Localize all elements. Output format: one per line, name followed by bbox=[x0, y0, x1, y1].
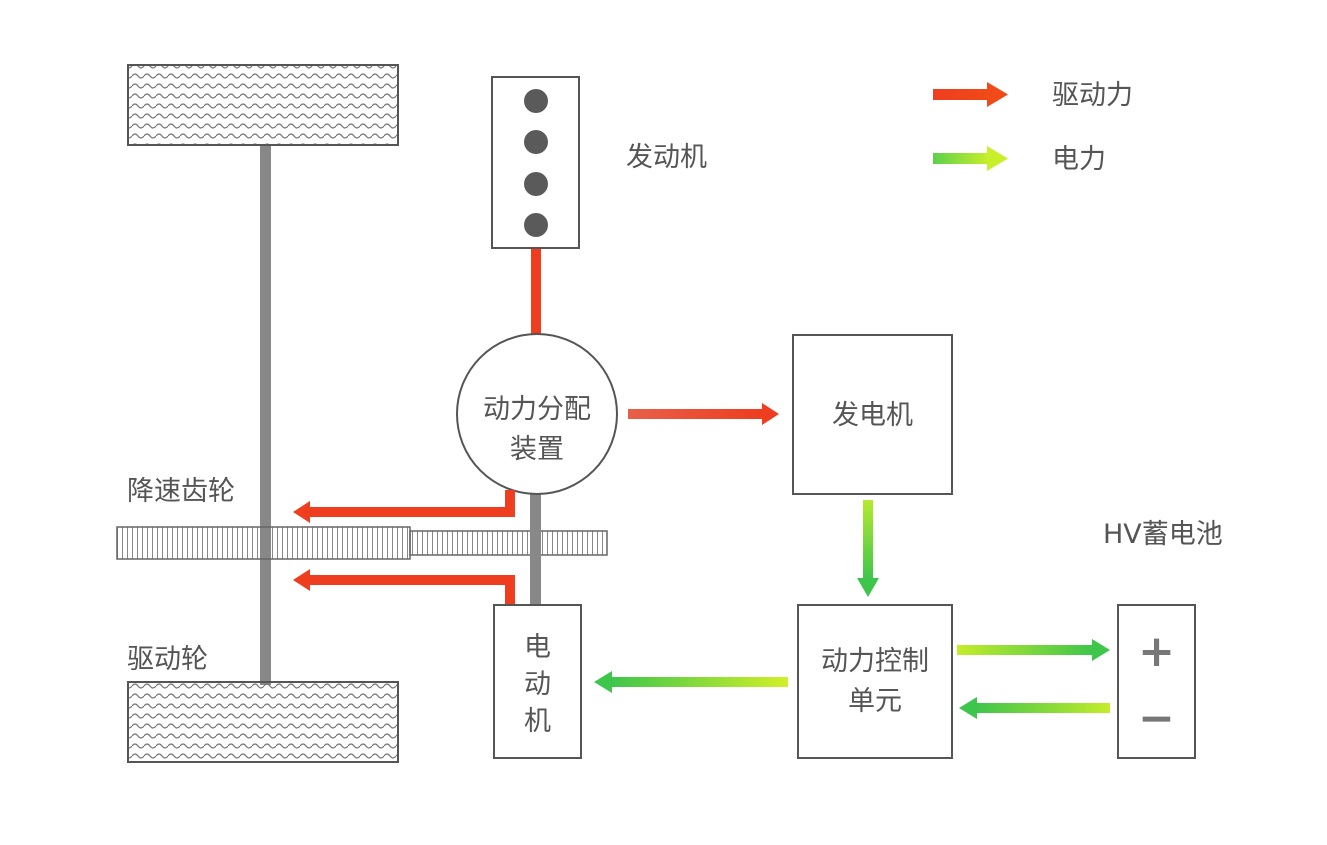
power-split-device bbox=[456, 333, 618, 495]
motor-label-line3: 机 bbox=[524, 706, 551, 737]
motor-label-line2: 动 bbox=[524, 669, 551, 700]
drive-wheel-tire bbox=[127, 681, 399, 763]
engine-block bbox=[491, 76, 580, 249]
arrow-split-to-gear bbox=[293, 490, 515, 523]
pcu-label-line2: 单元 bbox=[848, 686, 902, 717]
engine-cylinder-3 bbox=[524, 172, 548, 196]
pcu-label-line1: 动力控制 bbox=[821, 646, 929, 677]
engine-label: 发动机 bbox=[626, 142, 707, 173]
legend-drive-force-label: 驱动力 bbox=[1052, 80, 1133, 111]
drive-wheel-label: 驱动轮 bbox=[127, 644, 208, 675]
arrow-battery-to-pcu bbox=[959, 697, 1110, 719]
power-split-label-line1: 动力分配 bbox=[483, 394, 591, 425]
motor-label-line1: 电 bbox=[524, 632, 551, 663]
engine-cylinder-4 bbox=[524, 213, 548, 237]
battery-negative-terminal: − bbox=[1138, 693, 1175, 744]
legend-electric-power-label: 电力 bbox=[1052, 144, 1106, 175]
legend-drive-force-arrow bbox=[933, 82, 1008, 107]
battery-positive-terminal: + bbox=[1138, 626, 1175, 677]
generator-label: 发电机 bbox=[832, 400, 913, 431]
arrow-split-to-generator bbox=[628, 403, 779, 425]
tire-top bbox=[127, 64, 399, 146]
generator-box bbox=[792, 334, 953, 495]
arrow-generator-to-pcu bbox=[857, 500, 879, 597]
legend-electric-power-arrow bbox=[933, 146, 1008, 171]
center-shaft bbox=[530, 490, 541, 608]
axle-shaft bbox=[260, 145, 271, 685]
reduction-gear bbox=[116, 526, 411, 560]
motor-gear bbox=[409, 530, 608, 556]
arrow-motor-to-gear bbox=[293, 569, 515, 604]
pcu-box bbox=[797, 604, 953, 759]
hv-battery-label: HV蓄电池 bbox=[1103, 519, 1223, 550]
arrow-pcu-to-battery bbox=[957, 639, 1110, 661]
reduction-gear-label: 降速齿轮 bbox=[127, 476, 235, 507]
arrow-pcu-to-motor bbox=[594, 671, 788, 693]
hv-battery-box bbox=[1117, 604, 1196, 759]
engine-cylinder-1 bbox=[524, 89, 548, 113]
engine-cylinder-2 bbox=[524, 130, 548, 154]
motor-box bbox=[493, 604, 582, 759]
engine-output-shaft bbox=[531, 248, 541, 334]
power-split-label-line2: 装置 bbox=[510, 434, 564, 465]
